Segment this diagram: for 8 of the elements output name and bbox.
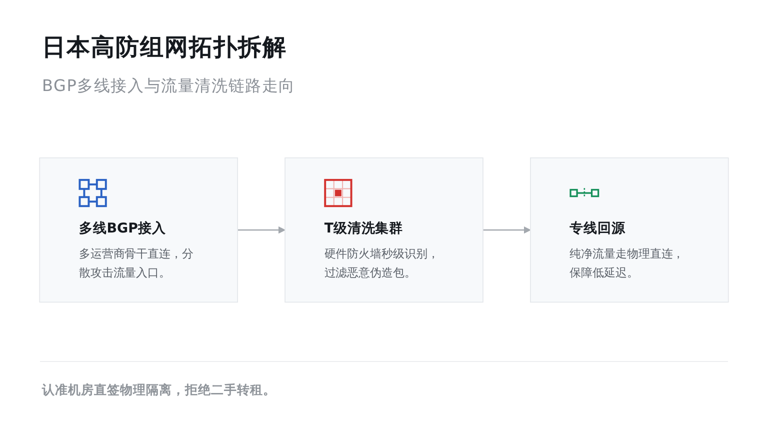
- node-box: 多线BGP接入 多运营商骨干直连，分散攻击流量入口。: [39, 157, 238, 303]
- node-box: 专线回源 纯净流量走物理直连，保障低延迟。: [530, 157, 729, 303]
- arrow: [238, 226, 286, 234]
- title: 日本高防组网拓扑拆解: [42, 32, 287, 62]
- subtitle: BGP多线接入与流量清洗链路走向: [42, 76, 296, 96]
- arrow: [482, 226, 531, 234]
- footnote: 认准机房直签物理隔离，拒绝二手转租。: [42, 381, 276, 399]
- node-box: T级清洗集群 硬件防火墙秒级识别，过滤恶意伪造包。: [284, 157, 484, 303]
